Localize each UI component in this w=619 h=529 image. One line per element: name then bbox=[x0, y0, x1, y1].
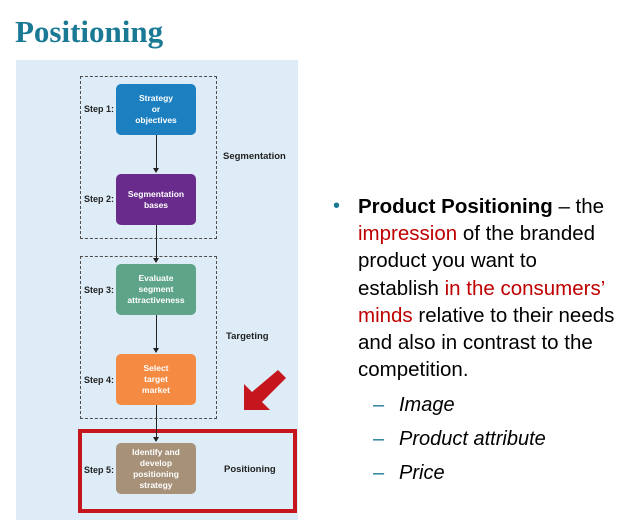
bullet-dash: – bbox=[552, 195, 576, 218]
bullet-seg5: relative to their needs and also in cont… bbox=[358, 303, 615, 382]
positioning-label: Positioning bbox=[224, 464, 276, 475]
segmentation-group-box bbox=[80, 76, 217, 239]
targeting-group-box bbox=[80, 256, 217, 419]
sub-bullet-text: Image bbox=[399, 394, 455, 417]
connector-line-3-4 bbox=[156, 315, 157, 349]
step-4-node: Select target market bbox=[116, 354, 196, 405]
sub-bullet-item: –Price bbox=[373, 456, 615, 490]
step-2-node: Segmentation bases bbox=[116, 174, 196, 225]
bullet-item: • Product Positioning – the impression o… bbox=[333, 193, 615, 383]
arrowhead-3-4 bbox=[153, 348, 159, 353]
arrowhead-2-3 bbox=[153, 258, 159, 263]
sub-bullet-text: Price bbox=[399, 462, 445, 485]
bullet-content: • Product Positioning – the impression o… bbox=[333, 193, 615, 490]
positioning-highlight-box bbox=[78, 429, 297, 513]
step-3-node: Evaluate segment attractiveness bbox=[116, 264, 196, 315]
sub-dash-icon: – bbox=[373, 462, 385, 485]
segmentation-label: Segmentation bbox=[223, 151, 286, 162]
connector-line-2-3 bbox=[156, 225, 157, 259]
sub-bullet-item: –Image bbox=[373, 388, 615, 422]
step-5-node: Identify and develop positioning strateg… bbox=[116, 443, 196, 494]
targeting-label: Targeting bbox=[226, 331, 269, 342]
bullet-seg1: the bbox=[575, 195, 605, 218]
step-2-label: Step 2: bbox=[84, 194, 115, 204]
connector-line-1-2 bbox=[156, 135, 157, 169]
arrowhead-1-2 bbox=[153, 168, 159, 173]
page-title: Positioning bbox=[15, 14, 164, 49]
step-3-label: Step 3: bbox=[84, 285, 115, 295]
step-4-label: Step 4: bbox=[84, 375, 115, 385]
sub-dash-icon: – bbox=[373, 428, 385, 451]
sub-bullet-list: –Image –Product attribute –Price bbox=[333, 388, 615, 490]
sub-bullet-text: Product attribute bbox=[399, 428, 546, 451]
bullet-seg3: of the branded product you want to estab… bbox=[358, 222, 596, 300]
bullet-seg4: in the consumers’ minds bbox=[358, 276, 605, 327]
bullet-seg2: impression bbox=[358, 222, 458, 246]
step-1-node: Strategy or objectives bbox=[116, 84, 196, 135]
bullet-dot-icon: • bbox=[333, 195, 341, 217]
arrowhead-4-5 bbox=[153, 437, 159, 442]
sub-dash-icon: – bbox=[373, 394, 385, 417]
bullet-term: Product Positioning bbox=[358, 195, 553, 218]
sub-bullet-item: –Product attribute bbox=[373, 422, 615, 456]
bullet-text: Product Positioning – the impression of … bbox=[358, 193, 615, 383]
connector-line-4-5 bbox=[156, 405, 157, 438]
step-5-label: Step 5: bbox=[84, 465, 115, 475]
step-1-label: Step 1: bbox=[84, 104, 115, 114]
callout-arrow-icon bbox=[244, 370, 286, 410]
